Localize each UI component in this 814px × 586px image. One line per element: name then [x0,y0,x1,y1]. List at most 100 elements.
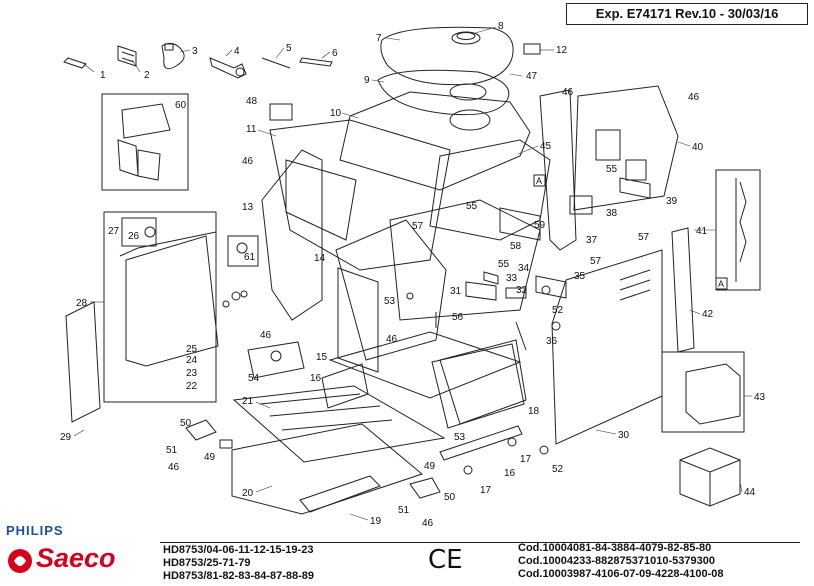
callout-37: 37 [586,235,598,246]
philips-logo: PHILIPS [6,523,64,538]
part-53-screw [406,292,414,300]
callout-38: 38 [606,208,618,219]
callout-4: 4 [234,46,240,57]
callout-19: 19 [370,516,382,527]
callout-51: 51 [166,445,178,456]
part-9-lid [377,69,510,116]
callout-57c: 57 [590,256,602,267]
part-34-pump [535,275,567,299]
part-59-bracket [499,207,541,241]
part-31-board [465,281,497,301]
part-32-connector [505,287,527,299]
part-52-foot [539,321,561,455]
part-36-grounds-drawer [431,321,527,429]
part-5-pin [261,57,291,69]
callout-58: 58 [510,241,522,252]
callout-55: 55 [466,201,478,212]
code-line: Cod.10003987-4106-07-09-4228-4100-08 [518,568,724,580]
code-line: Cod.10004233-882875371010-5379300 [518,555,715,567]
part-38-sensor [569,195,593,215]
callout-52b: 52 [552,464,564,475]
part-42-side-rail [671,227,695,353]
section-marker-a-2: A [718,279,724,289]
callout-52: 52 [552,305,564,316]
callout-5: 5 [286,43,292,54]
callout-9: 9 [364,75,370,86]
callout-23: 23 [186,368,198,379]
callout-41: 41 [696,226,708,237]
code-line: Cod.10004081-84-3884-4079-82-85-80 [518,542,712,554]
callout-56: 56 [452,312,464,323]
part-50b-clip [409,477,441,499]
part-17-feet [463,437,517,475]
part-40-control-board [573,85,679,211]
callout-57b: 57 [638,232,650,243]
callout-51b: 51 [398,505,410,516]
part-7-tank-lid [380,26,514,86]
callout-31: 31 [450,286,462,297]
callout-50b: 50 [444,492,456,503]
callout-32: 32 [516,285,528,296]
callout-8: 8 [498,21,504,32]
part-20-drip-tray [231,423,424,515]
model-line: HD8753/81-82-83-84-87-88-89 [163,570,315,582]
callout-59: 59 [534,220,546,231]
callout-6: 6 [332,48,338,59]
callout-49: 49 [204,452,216,463]
callout-17: 17 [480,485,492,496]
callout-48: 48 [246,96,258,107]
model-list: HD8753/04-06-11-12-15-19-23 HD8753/25-71… [163,544,314,583]
part-28-tank-box [103,211,217,403]
callout-20: 20 [242,488,254,499]
callout-53: 53 [384,296,396,307]
callout-46c: 46 [242,156,254,167]
callout-36: 36 [546,336,558,347]
callout-27: 27 [108,226,120,237]
callout-22: 22 [186,381,198,392]
callout-15: 15 [316,352,328,363]
saeco-brand: Saeco [36,543,116,573]
code-list: Cod.10004081-84-3884-4079-82-85-80 Cod.1… [518,542,723,581]
callout-50: 50 [180,418,192,429]
callout-28: 28 [76,298,88,309]
part-54-module [247,341,305,379]
part-48-label [269,103,293,121]
callout-1: 1 [100,70,106,81]
callout-30: 30 [618,430,630,441]
callout-43: 43 [754,392,766,403]
callout-49b: 49 [424,461,436,472]
part-21-tray-grid [232,385,446,463]
part-15-panel [337,267,379,373]
part-10-top-panel [339,91,531,191]
callout-57: 57 [412,221,424,232]
callout-47: 47 [526,71,538,82]
part-16-bracket [321,363,369,409]
part-6-strip [299,57,333,67]
callout-16b: 16 [504,468,516,479]
part-29-front-panel [65,301,101,423]
part-37-rail [539,89,577,251]
callout-46: 46 [562,87,574,98]
callout-46b: 46 [688,92,700,103]
callout-14: 14 [314,253,326,264]
callout-40: 40 [692,142,704,153]
part-41-cable-guide [715,169,761,291]
callout-55b: 55 [498,259,510,270]
callout-7: 7 [376,33,382,44]
part-14-inner-frame [335,219,447,361]
part-50-clip [185,419,217,441]
footer: PHILIPS Saeco HD8753/04-06-11-12-15-19-2… [0,515,814,586]
callout-61: 61 [244,252,256,263]
callout-2: 2 [144,70,150,81]
part-30-side-cover [551,249,663,445]
parts-22-25-seals [222,290,248,308]
callout-60: 60 [175,100,187,111]
callout-35: 35 [574,271,586,282]
part-18-drawer [439,339,527,425]
part-8-knob [451,31,481,45]
callout-46d: 46 [260,330,272,341]
part-60-panel-box [101,93,189,191]
model-line: HD8753/25-71-79 [163,557,251,569]
callout-16: 16 [310,373,322,384]
part-16b-strip [439,425,523,461]
